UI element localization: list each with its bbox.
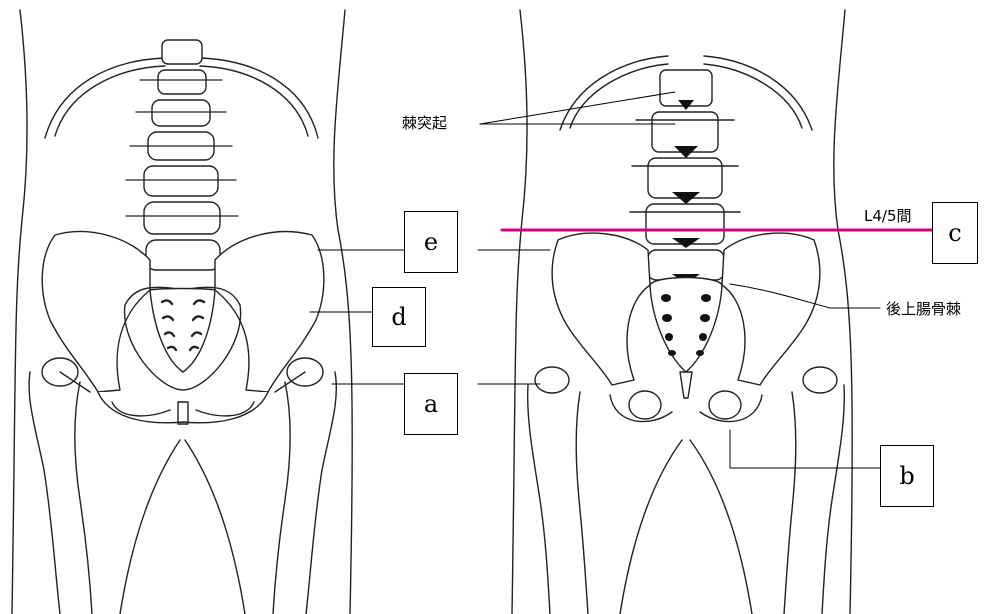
answer-box-b: b xyxy=(880,445,934,507)
femur-right xyxy=(273,358,336,614)
answer-box-c: c xyxy=(932,202,978,264)
sacrum-front xyxy=(150,289,215,373)
rib xyxy=(200,66,308,136)
coccyx xyxy=(680,372,692,398)
spinous-process-label: 棘突起 xyxy=(402,112,447,133)
ischium-right xyxy=(709,391,741,419)
rib xyxy=(200,58,318,138)
femur-left-back xyxy=(528,367,588,614)
ischium-left xyxy=(629,391,661,419)
rib xyxy=(45,58,165,138)
rib xyxy=(704,64,802,128)
psis-label: 後上腸骨棘 xyxy=(886,298,961,319)
answer-box-a: a xyxy=(404,373,458,435)
rib xyxy=(704,56,812,130)
answer-box-d: d xyxy=(372,287,426,347)
femur-left xyxy=(29,358,92,614)
sacrum-back xyxy=(650,278,722,373)
ilium-left-back xyxy=(552,233,650,385)
l4-5-label: L4/5間 xyxy=(864,205,912,226)
pubis xyxy=(98,392,268,423)
torso-outline-right xyxy=(834,10,852,614)
leader-b xyxy=(730,430,880,468)
torso-outline-left xyxy=(512,10,527,614)
rib xyxy=(55,66,165,136)
answer-box-e: e xyxy=(404,211,458,273)
ilium-right-back xyxy=(722,233,820,385)
torso-outline-left xyxy=(12,10,27,614)
femur-right-back xyxy=(784,367,844,614)
front-view-figure xyxy=(12,10,352,614)
lumbar-spine-front xyxy=(126,40,238,270)
leader-spinous-1 xyxy=(480,92,675,124)
back-view-figure xyxy=(512,10,852,614)
